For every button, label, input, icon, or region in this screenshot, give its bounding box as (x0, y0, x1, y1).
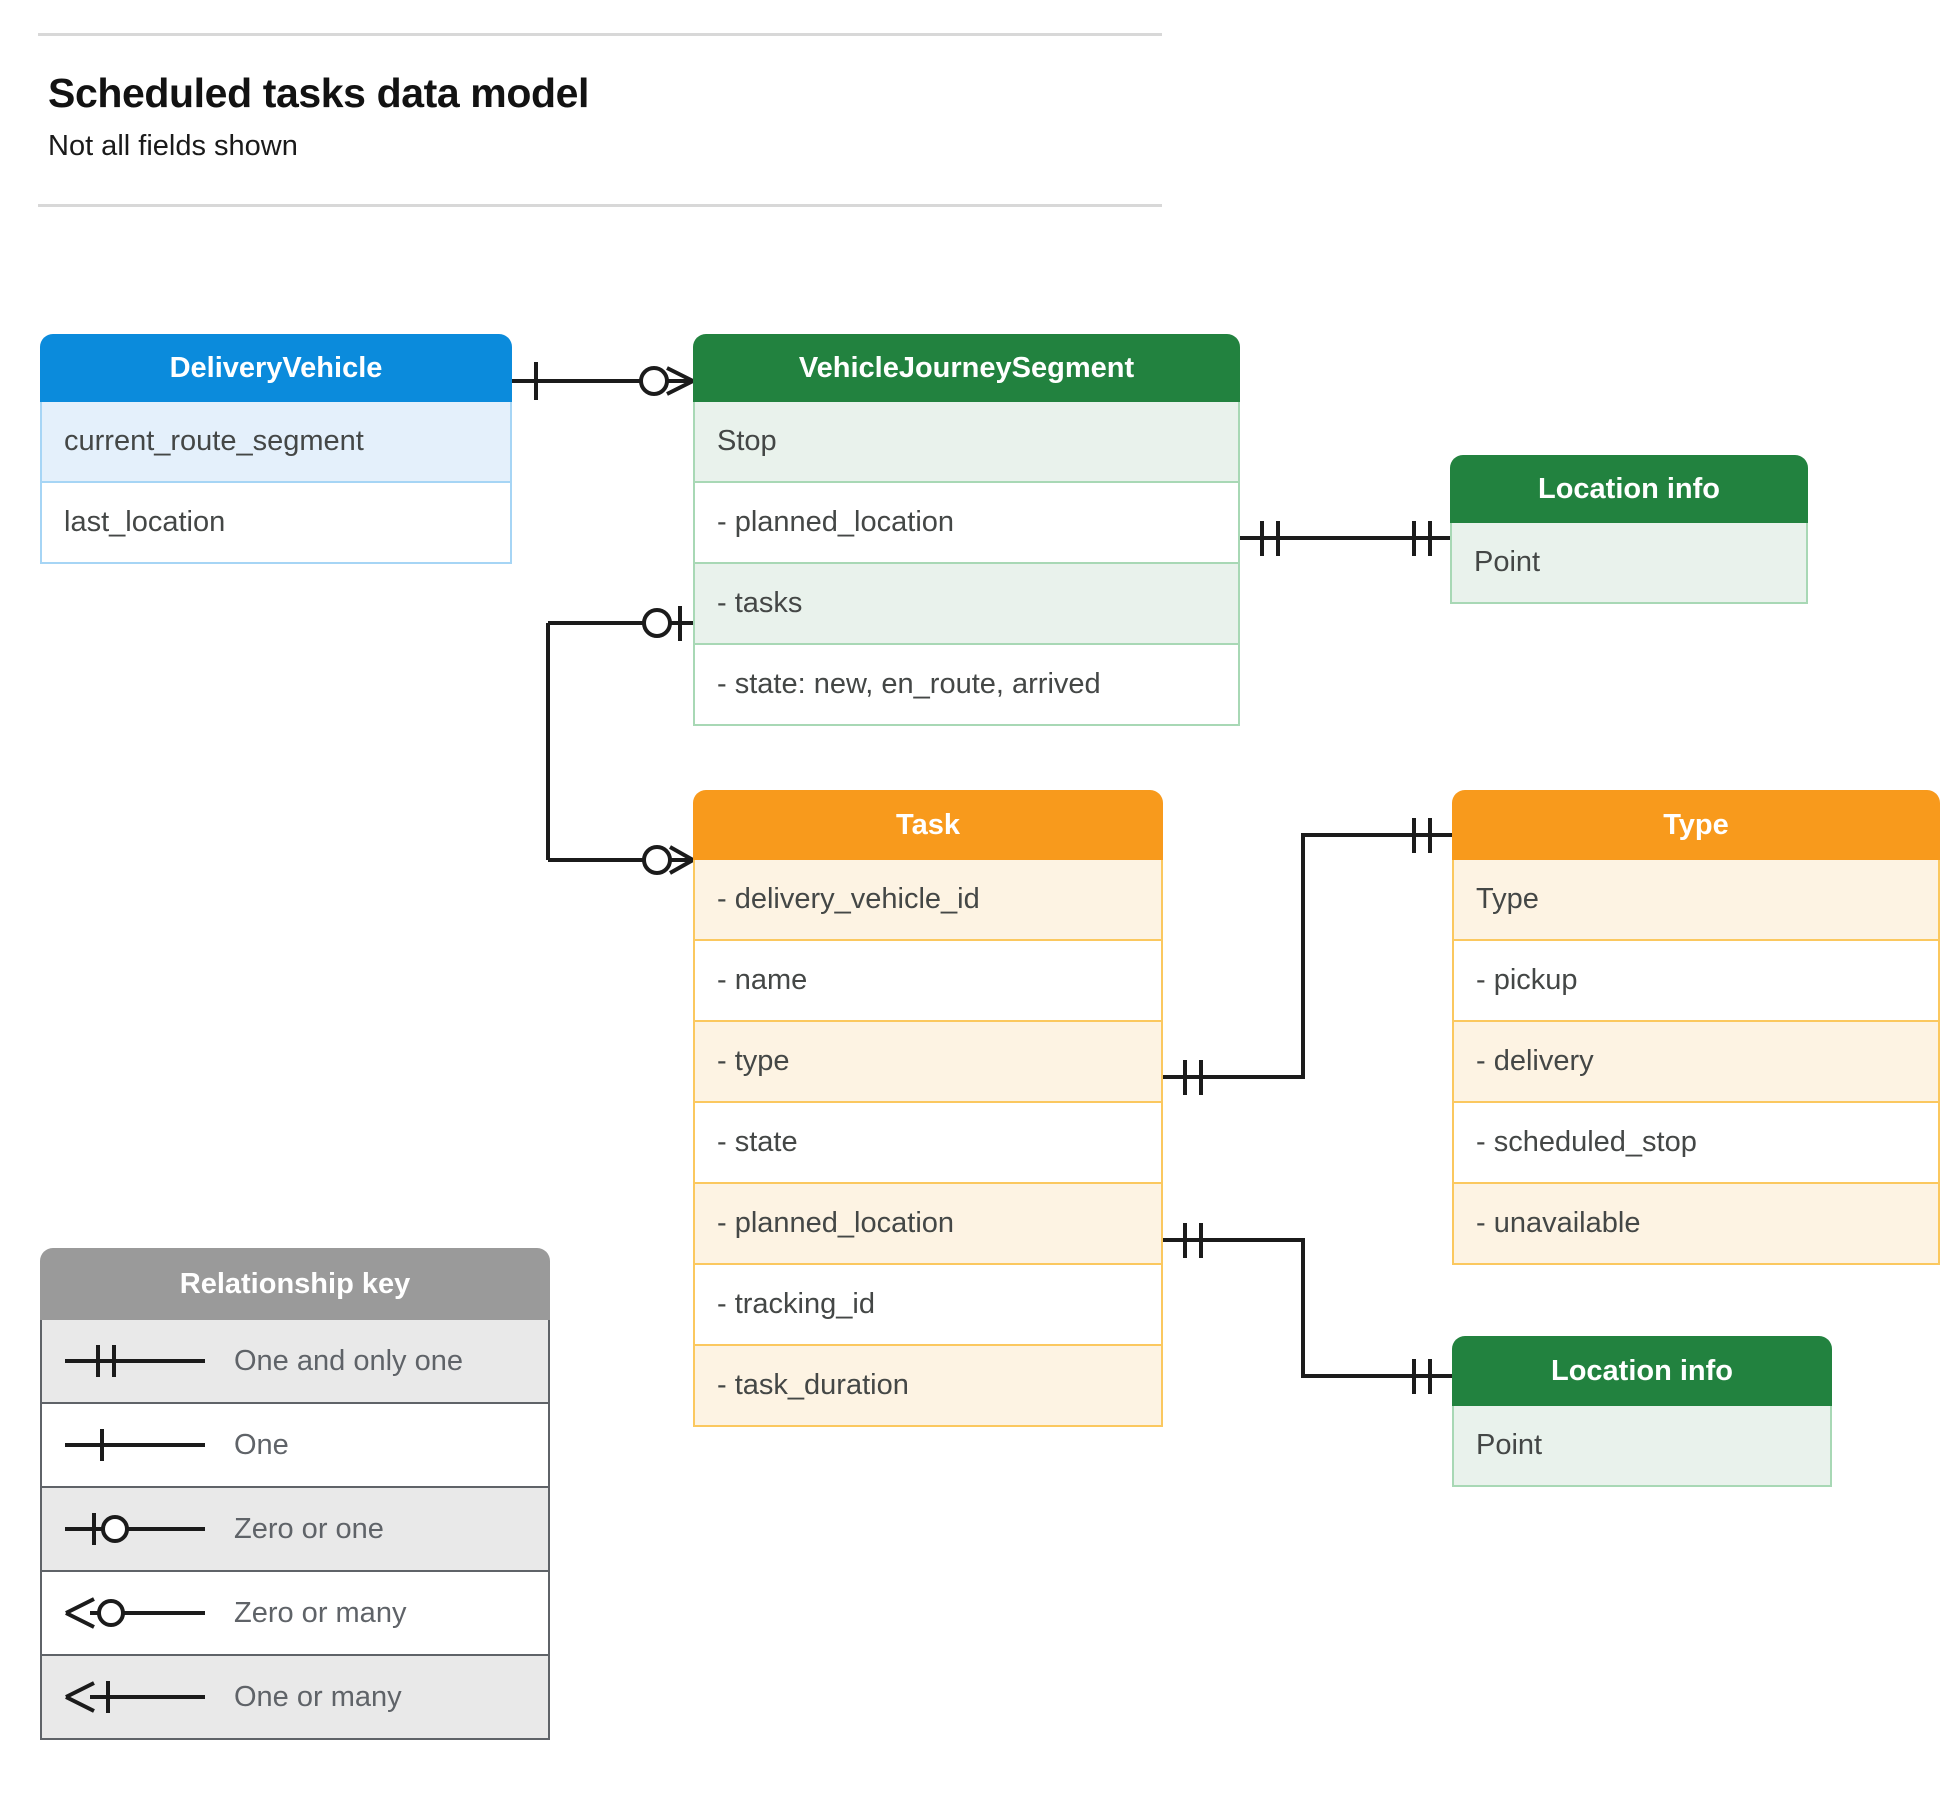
field-state-task[interactable]: - state (693, 1103, 1163, 1184)
connector-tasktype-type (1163, 818, 1452, 1095)
entity-vehicle-journey-segment[interactable]: VehicleJourneySegment Stop - planned_loc… (693, 334, 1240, 726)
zero-or-one-icon (42, 1507, 228, 1551)
page-subtitle: Not all fields shown (48, 130, 298, 162)
entity-type[interactable]: Type Type - pickup - delivery - schedule… (1452, 790, 1940, 1265)
field-stop[interactable]: Stop (693, 402, 1240, 483)
field-planned-location-task[interactable]: - planned_location (693, 1184, 1163, 1265)
field-type-scheduled-stop[interactable]: - scheduled_stop (1452, 1103, 1940, 1184)
field-type-delivery[interactable]: - delivery (1452, 1022, 1940, 1103)
entity-title-vehicle-journey-segment: VehicleJourneySegment (693, 334, 1240, 402)
zero-or-many-icon (42, 1591, 228, 1635)
legend-label-zero-or-many: Zero or many (234, 1596, 407, 1629)
legend-item-zero-or-one: Zero or one (40, 1488, 550, 1572)
field-point-top[interactable]: Point (1450, 523, 1808, 604)
field-state[interactable]: - state: new, en_route, arrived (693, 645, 1240, 726)
legend-item-one-or-many: One or many (40, 1656, 550, 1740)
legend-label-one-and-only-one: One and only one (234, 1344, 463, 1377)
field-current-route-segment[interactable]: current_route_segment (40, 402, 512, 483)
field-planned-location[interactable]: - planned_location (693, 483, 1240, 564)
field-delivery-vehicle-id[interactable]: - delivery_vehicle_id (693, 860, 1163, 941)
legend-label-one: One (234, 1428, 289, 1461)
field-type-unavailable[interactable]: - unavailable (1452, 1184, 1940, 1265)
field-type-pickup[interactable]: - pickup (1452, 941, 1940, 1022)
legend-label-one-or-many: One or many (234, 1680, 402, 1713)
field-tasks[interactable]: - tasks (693, 564, 1240, 645)
one-and-only-one-icon (42, 1339, 228, 1383)
page-title: Scheduled tasks data model (48, 70, 589, 116)
relationship-key-legend: Relationship key One and only one One (40, 1248, 550, 1740)
entity-task[interactable]: Task - delivery_vehicle_id - name - type… (693, 790, 1163, 1427)
field-type[interactable]: - type (693, 1022, 1163, 1103)
header-divider-bottom (38, 204, 1162, 207)
entity-title-location-info-bottom: Location info (1452, 1336, 1832, 1406)
connector-tasks-task (546, 606, 694, 875)
field-last-location[interactable]: last_location (40, 483, 512, 564)
entity-location-info-top[interactable]: Location info Point (1450, 455, 1808, 604)
entity-title-task: Task (693, 790, 1163, 860)
one-icon (42, 1423, 228, 1467)
field-task-duration[interactable]: - task_duration (693, 1346, 1163, 1427)
header-divider-top (38, 33, 1162, 36)
legend-item-one: One (40, 1404, 550, 1488)
connector-deliveryvehicle-vehiclejourneysegment (512, 362, 694, 400)
field-tracking-id[interactable]: - tracking_id (693, 1265, 1163, 1346)
connector-taskplannedlocation-locationinfo-bottom (1163, 1223, 1452, 1394)
entity-delivery-vehicle[interactable]: DeliveryVehicle current_route_segment la… (40, 334, 512, 564)
legend-item-one-and-only-one: One and only one (40, 1320, 550, 1404)
entity-location-info-bottom[interactable]: Location info Point (1452, 1336, 1832, 1487)
connector-plannedlocation-locationinfo-top (1240, 521, 1450, 556)
entity-title-location-info-top: Location info (1450, 455, 1808, 523)
field-name[interactable]: - name (693, 941, 1163, 1022)
one-or-many-icon (42, 1675, 228, 1719)
field-point-bottom[interactable]: Point (1452, 1406, 1832, 1487)
legend-label-zero-or-one: Zero or one (234, 1512, 384, 1545)
entity-title-delivery-vehicle: DeliveryVehicle (40, 334, 512, 402)
legend-title: Relationship key (40, 1248, 550, 1320)
field-type-header[interactable]: Type (1452, 860, 1940, 941)
legend-item-zero-or-many: Zero or many (40, 1572, 550, 1656)
entity-title-type: Type (1452, 790, 1940, 860)
